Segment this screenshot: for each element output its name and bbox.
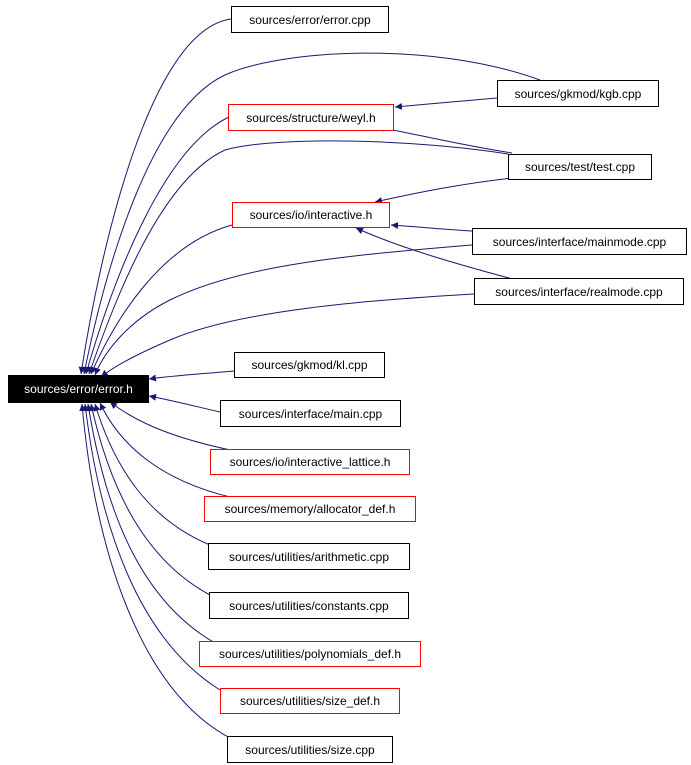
node-label: sources/utilities/arithmetic.cpp xyxy=(228,549,390,564)
node-weyl-h[interactable]: sources/structure/weyl.h xyxy=(228,104,394,131)
node-error-h: sources/error/error.h xyxy=(8,375,149,403)
edge-interactive-lattice-h-to-error-h xyxy=(109,401,241,453)
node-main-cpp[interactable]: sources/interface/main.cpp xyxy=(220,400,401,427)
edge-weyl-h-to-error-h xyxy=(84,116,230,375)
edge-size-def-h-to-error-h xyxy=(82,403,221,691)
edge-polynomials-def-h-to-error-h xyxy=(85,403,216,644)
node-kgb-cpp[interactable]: sources/gkmod/kgb.cpp xyxy=(497,80,659,107)
node-label: sources/structure/weyl.h xyxy=(246,110,376,125)
node-label: sources/io/interactive_lattice.h xyxy=(229,455,391,469)
node-label: sources/test/test.cpp xyxy=(524,160,636,174)
edge-mainmode-cpp-to-error-h xyxy=(94,244,473,376)
edge-allocator-def-h-to-error-h xyxy=(99,402,231,498)
node-interactive-h[interactable]: sources/io/interactive.h xyxy=(232,202,390,228)
edge-kl-cpp-to-error-h xyxy=(148,370,235,382)
node-size-cpp[interactable]: sources/utilities/size.cpp xyxy=(227,736,393,763)
edge-constants-cpp-to-error-h xyxy=(89,403,211,596)
node-interactive-lattice-h[interactable]: sources/io/interactive_lattice.h xyxy=(210,449,410,475)
edge-kgb-cpp-to-weyl-h xyxy=(394,97,498,110)
node-allocator-def-h[interactable]: sources/memory/allocator_def.h xyxy=(204,496,416,522)
node-mainmode-cpp[interactable]: sources/interface/mainmode.cpp xyxy=(472,228,687,255)
node-label: sources/gkmod/kgb.cpp xyxy=(514,86,642,101)
edge-error-cpp-to-error-h xyxy=(78,18,232,375)
edge-test-cpp-to-error-h xyxy=(88,140,509,375)
node-constants-cpp[interactable]: sources/utilities/constants.cpp xyxy=(209,592,409,619)
edge-test-cpp-to-weyl-h xyxy=(377,124,513,154)
edge-arithmetic-cpp-to-error-h xyxy=(93,403,211,546)
node-label: sources/utilities/size_def.h xyxy=(239,694,381,708)
node-label: sources/io/interactive.h xyxy=(249,208,373,222)
edge-size-cpp-to-error-h xyxy=(79,403,231,739)
node-label: sources/interface/main.cpp xyxy=(238,406,383,421)
node-error-cpp[interactable]: sources/error/error.cpp xyxy=(231,6,389,33)
node-label: sources/memory/allocator_def.h xyxy=(224,502,396,516)
edge-mainmode-cpp-to-interactive-h xyxy=(390,221,473,232)
node-label: sources/utilities/polynomials_def.h xyxy=(218,647,402,661)
edge-realmode-cpp-to-error-h xyxy=(100,293,475,378)
node-label: sources/utilities/size.cpp xyxy=(245,742,375,757)
node-label: sources/interface/mainmode.cpp xyxy=(492,234,667,249)
node-polynomials-def-h[interactable]: sources/utilities/polynomials_def.h xyxy=(199,641,421,667)
edge-main-cpp-to-error-h xyxy=(148,393,221,413)
node-arithmetic-cpp[interactable]: sources/utilities/arithmetic.cpp xyxy=(208,543,410,570)
edge-realmode-cpp-to-interactive-h xyxy=(355,227,521,282)
node-test-cpp[interactable]: sources/test/test.cpp xyxy=(508,154,652,180)
node-label: sources/error/error.cpp xyxy=(249,12,371,27)
edge-test-cpp-to-interactive-h xyxy=(374,177,513,204)
node-size-def-h[interactable]: sources/utilities/size_def.h xyxy=(220,688,400,714)
node-label: sources/gkmod/kl.cpp xyxy=(251,358,368,372)
node-label: sources/interface/realmode.cpp xyxy=(495,284,663,299)
edge-interactive-h-to-error-h xyxy=(90,224,233,375)
node-label: sources/utilities/constants.cpp xyxy=(229,598,389,613)
edge-kgb-cpp-to-error-h xyxy=(81,52,541,375)
node-realmode-cpp[interactable]: sources/interface/realmode.cpp xyxy=(474,278,684,305)
node-kl-cpp[interactable]: sources/gkmod/kl.cpp xyxy=(234,352,385,378)
node-label: sources/error/error.h xyxy=(24,382,133,396)
